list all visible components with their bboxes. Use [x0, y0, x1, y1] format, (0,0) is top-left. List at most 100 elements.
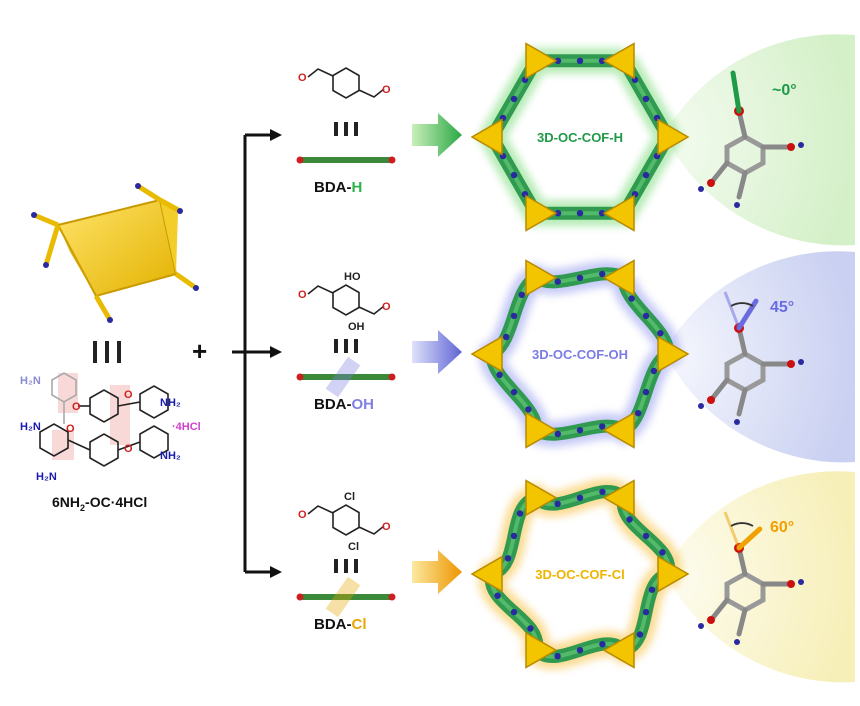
imine-node — [503, 333, 510, 341]
dihedral-bar — [730, 70, 742, 114]
rod-end-right — [388, 593, 396, 601]
amine-label-1: H₂N — [20, 421, 41, 433]
model-atom-n — [698, 403, 704, 409]
linker-molecule — [307, 504, 385, 536]
model-atom-o — [707, 616, 715, 624]
dihedral-angle: 60° — [770, 519, 794, 536]
imine-node — [518, 291, 525, 298]
substituent-plate — [325, 356, 361, 398]
imine-node — [650, 367, 657, 375]
cage-node — [525, 194, 558, 232]
cage-node — [602, 259, 635, 297]
framework-name: 3D-OC-COF-Cl — [535, 567, 625, 582]
reaction-arrow — [412, 550, 462, 594]
imine-node — [510, 312, 518, 320]
substituent-top: Cl — [344, 491, 355, 503]
aldehyde-left — [307, 505, 334, 515]
linker-prefix: BDA- — [314, 396, 352, 413]
imine-node — [496, 371, 503, 378]
reference-bar — [723, 291, 741, 329]
cage-node — [657, 555, 690, 593]
linker-suffix: Cl — [352, 616, 367, 633]
imine-node — [510, 608, 518, 616]
imine-node — [576, 494, 584, 501]
model-atom-o — [707, 179, 715, 187]
model-bond — [736, 607, 748, 637]
dihedral-angle: 45° — [770, 299, 794, 316]
imine-node — [635, 410, 642, 417]
imine-node — [642, 312, 650, 320]
reaction-arrow — [412, 330, 462, 374]
linker-suffix: H — [352, 179, 363, 196]
imine-node — [659, 549, 666, 556]
imine-node — [598, 57, 606, 64]
angle-backdrop — [670, 251, 855, 463]
svg-text:O: O — [72, 401, 81, 413]
cage-node — [525, 479, 558, 517]
model-atom-n — [798, 579, 804, 585]
aldehyde-o-left: O — [298, 72, 307, 84]
model-atom-o — [787, 143, 795, 151]
rod-end-right — [388, 373, 396, 381]
imine-node — [554, 430, 561, 438]
imine-node — [657, 330, 664, 337]
imine-node — [554, 500, 561, 507]
aldehyde-o-right: O — [382, 521, 391, 533]
rod-end-right — [388, 156, 396, 164]
imine-node — [628, 295, 635, 302]
imine-node — [599, 423, 606, 430]
benzene-ring — [332, 284, 360, 316]
model-atom-o — [787, 360, 795, 368]
imine-node — [576, 647, 584, 654]
imine-node — [626, 516, 633, 523]
cage-node — [525, 411, 558, 449]
imine-node — [554, 278, 561, 285]
aldehyde-o-right: O — [382, 301, 391, 313]
amine-label-3: NH₂ — [160, 397, 181, 409]
svg-text:O: O — [66, 423, 75, 435]
linker-name: BDA-OH — [314, 396, 374, 413]
benzene-ring — [332, 504, 360, 536]
imine-node — [554, 210, 562, 217]
imine-node — [504, 555, 512, 562]
dihedral-bar — [736, 526, 763, 551]
imine-node — [642, 608, 650, 616]
cage-node — [470, 335, 503, 373]
equivalence-mark — [334, 559, 358, 573]
imine-node — [510, 532, 518, 540]
plus-sign: + — [192, 336, 207, 366]
cage-node — [525, 259, 558, 297]
cage-model — [31, 183, 199, 323]
imine-node — [510, 95, 518, 103]
model-atom-n — [734, 639, 740, 645]
model-bond — [736, 387, 748, 417]
cage-node — [602, 479, 635, 517]
substituent-bottom: Cl — [348, 541, 359, 553]
imine-node — [494, 592, 501, 599]
model-atom-n — [798, 359, 804, 365]
reaction-arrow — [412, 113, 462, 157]
amine-label-2: H₂N — [36, 471, 57, 483]
imine-node — [636, 631, 644, 638]
imine-node — [599, 488, 606, 495]
aldehyde-o-right: O — [382, 84, 391, 96]
imine-node — [576, 274, 584, 281]
cage-node — [602, 42, 635, 80]
cage-node — [602, 631, 635, 669]
imine-node — [554, 653, 561, 660]
monomer-name: 6NH2-OC·4HCl — [52, 494, 147, 513]
substituent-top: HO — [344, 271, 361, 283]
imine-node — [525, 406, 532, 413]
angle-arc — [730, 302, 754, 307]
imine-node — [599, 641, 606, 648]
imine-node — [598, 210, 606, 217]
model-bond — [708, 160, 730, 186]
aldehyde-left — [307, 68, 334, 78]
cage-node — [525, 42, 558, 80]
linker-molecule — [307, 284, 385, 316]
salt-label: ·4HCl — [172, 421, 201, 433]
